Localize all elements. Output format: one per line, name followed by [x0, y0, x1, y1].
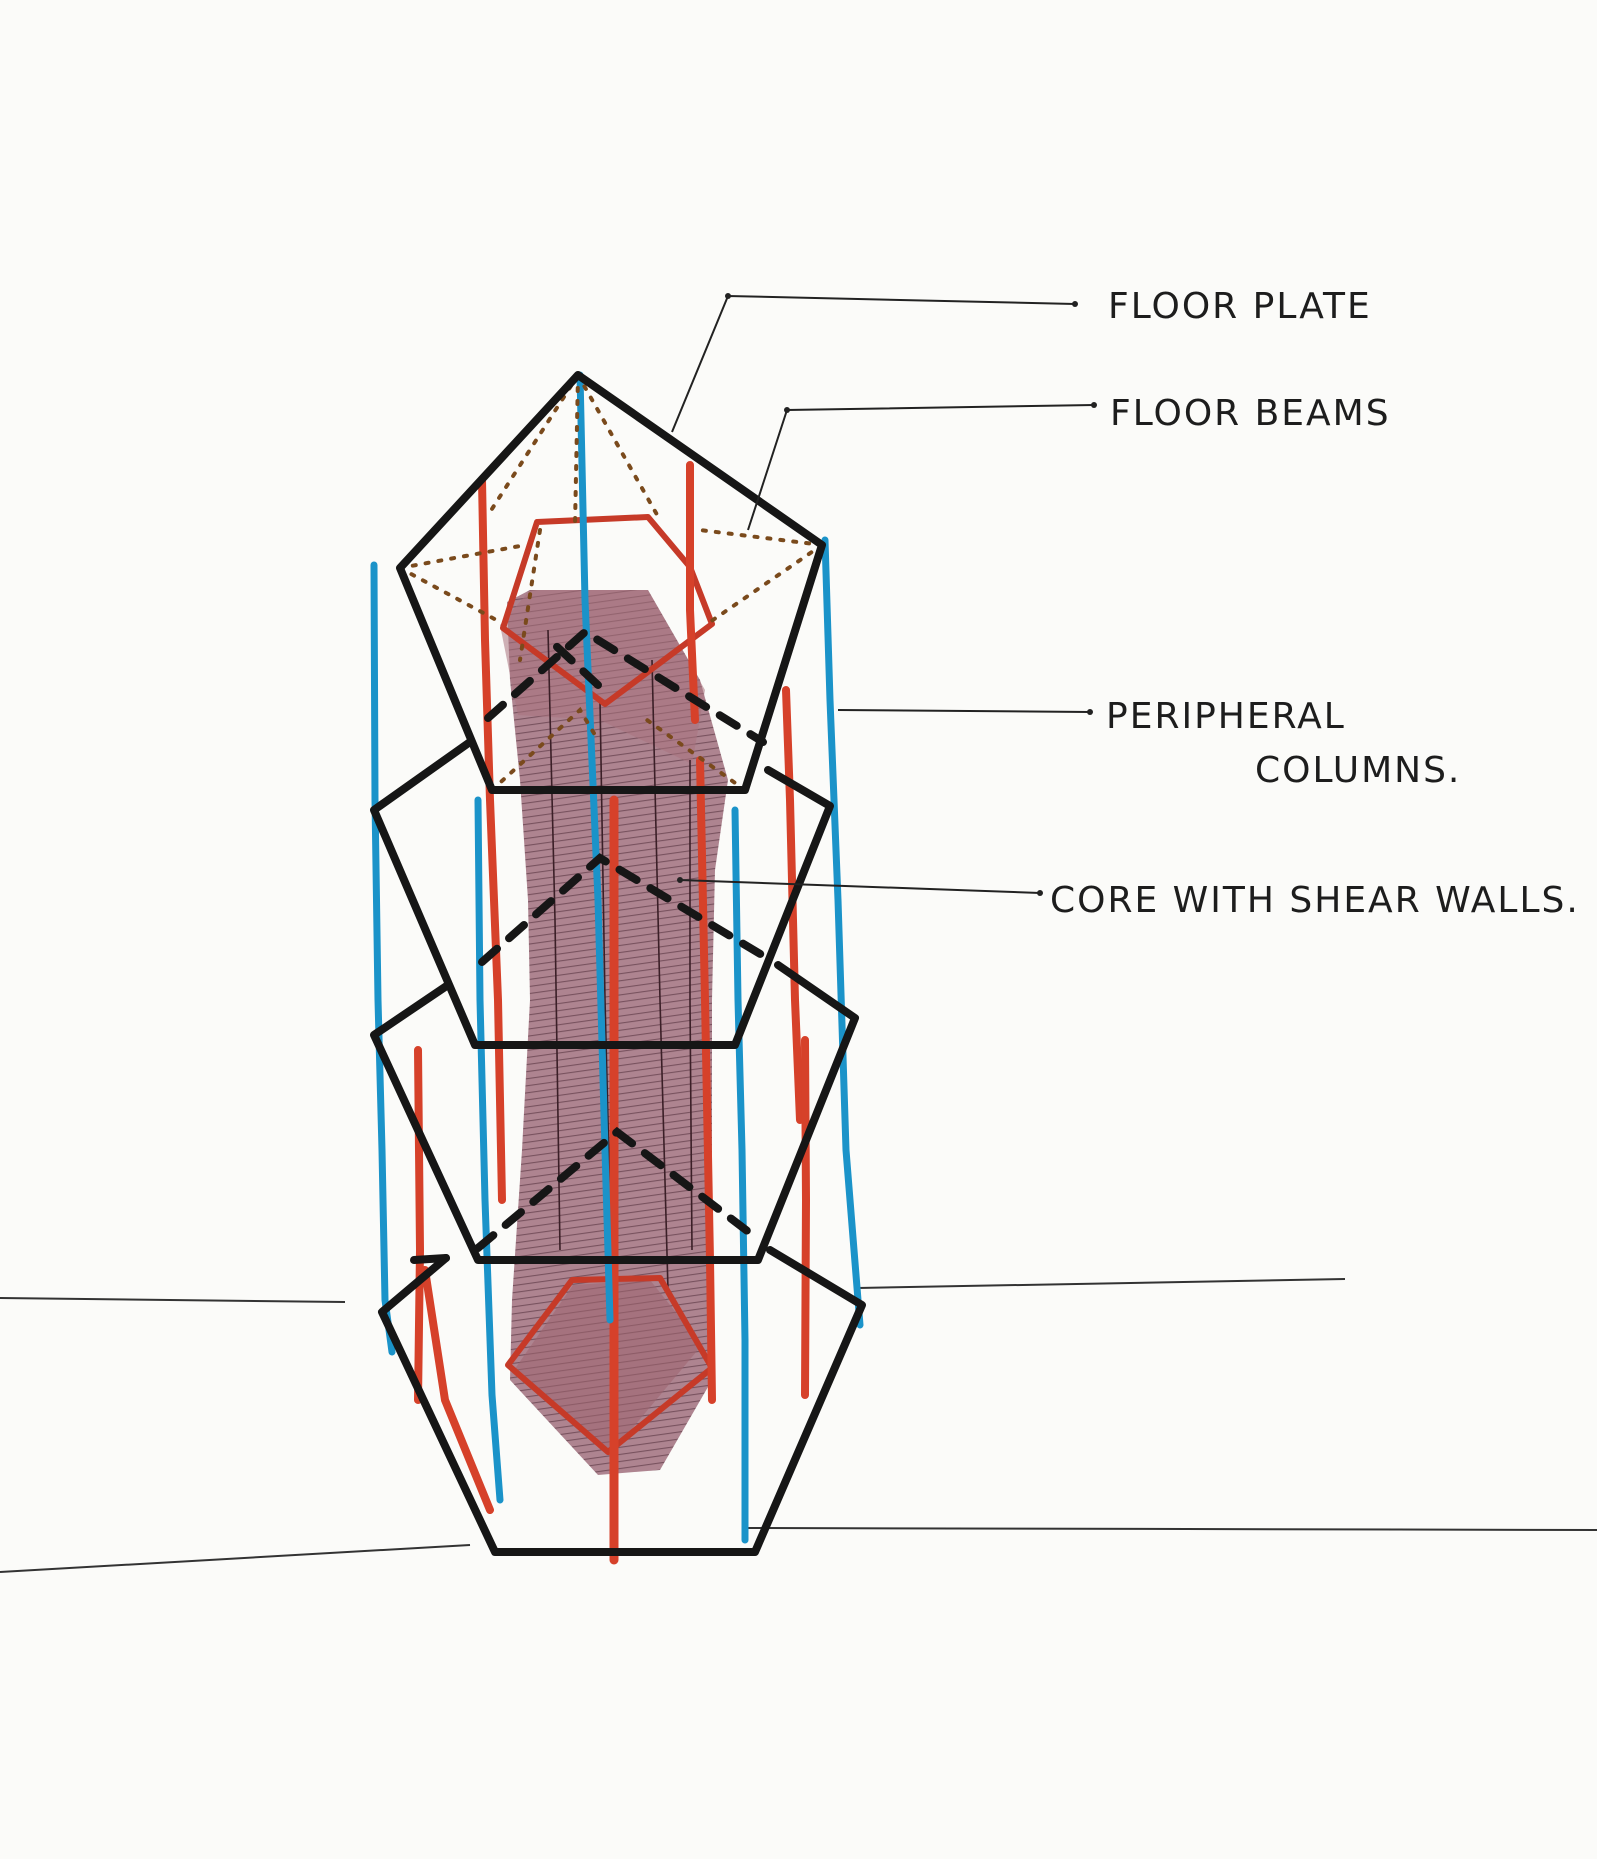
horizon-left	[0, 1298, 345, 1302]
leader-dots	[677, 293, 1097, 896]
ground-lines	[0, 1279, 1597, 1572]
ground-right	[745, 1528, 1597, 1530]
label-peripheral: PERIPHERAL	[1106, 696, 1346, 737]
label-floor-beams: FLOOR BEAMS	[1110, 393, 1391, 434]
label-floor-plate: FLOOR PLATE	[1108, 286, 1372, 327]
label-core: CORE WITH SHEAR WALLS.	[1050, 880, 1580, 921]
leader-lines	[672, 296, 1094, 893]
leader-floor-beams	[748, 405, 1094, 530]
horizon-right	[858, 1279, 1345, 1288]
leader-floor-plate	[672, 296, 1075, 432]
ground-left	[0, 1545, 470, 1572]
leader-peripheral	[838, 710, 1090, 712]
label-columns: COLUMNS.	[1255, 750, 1461, 791]
